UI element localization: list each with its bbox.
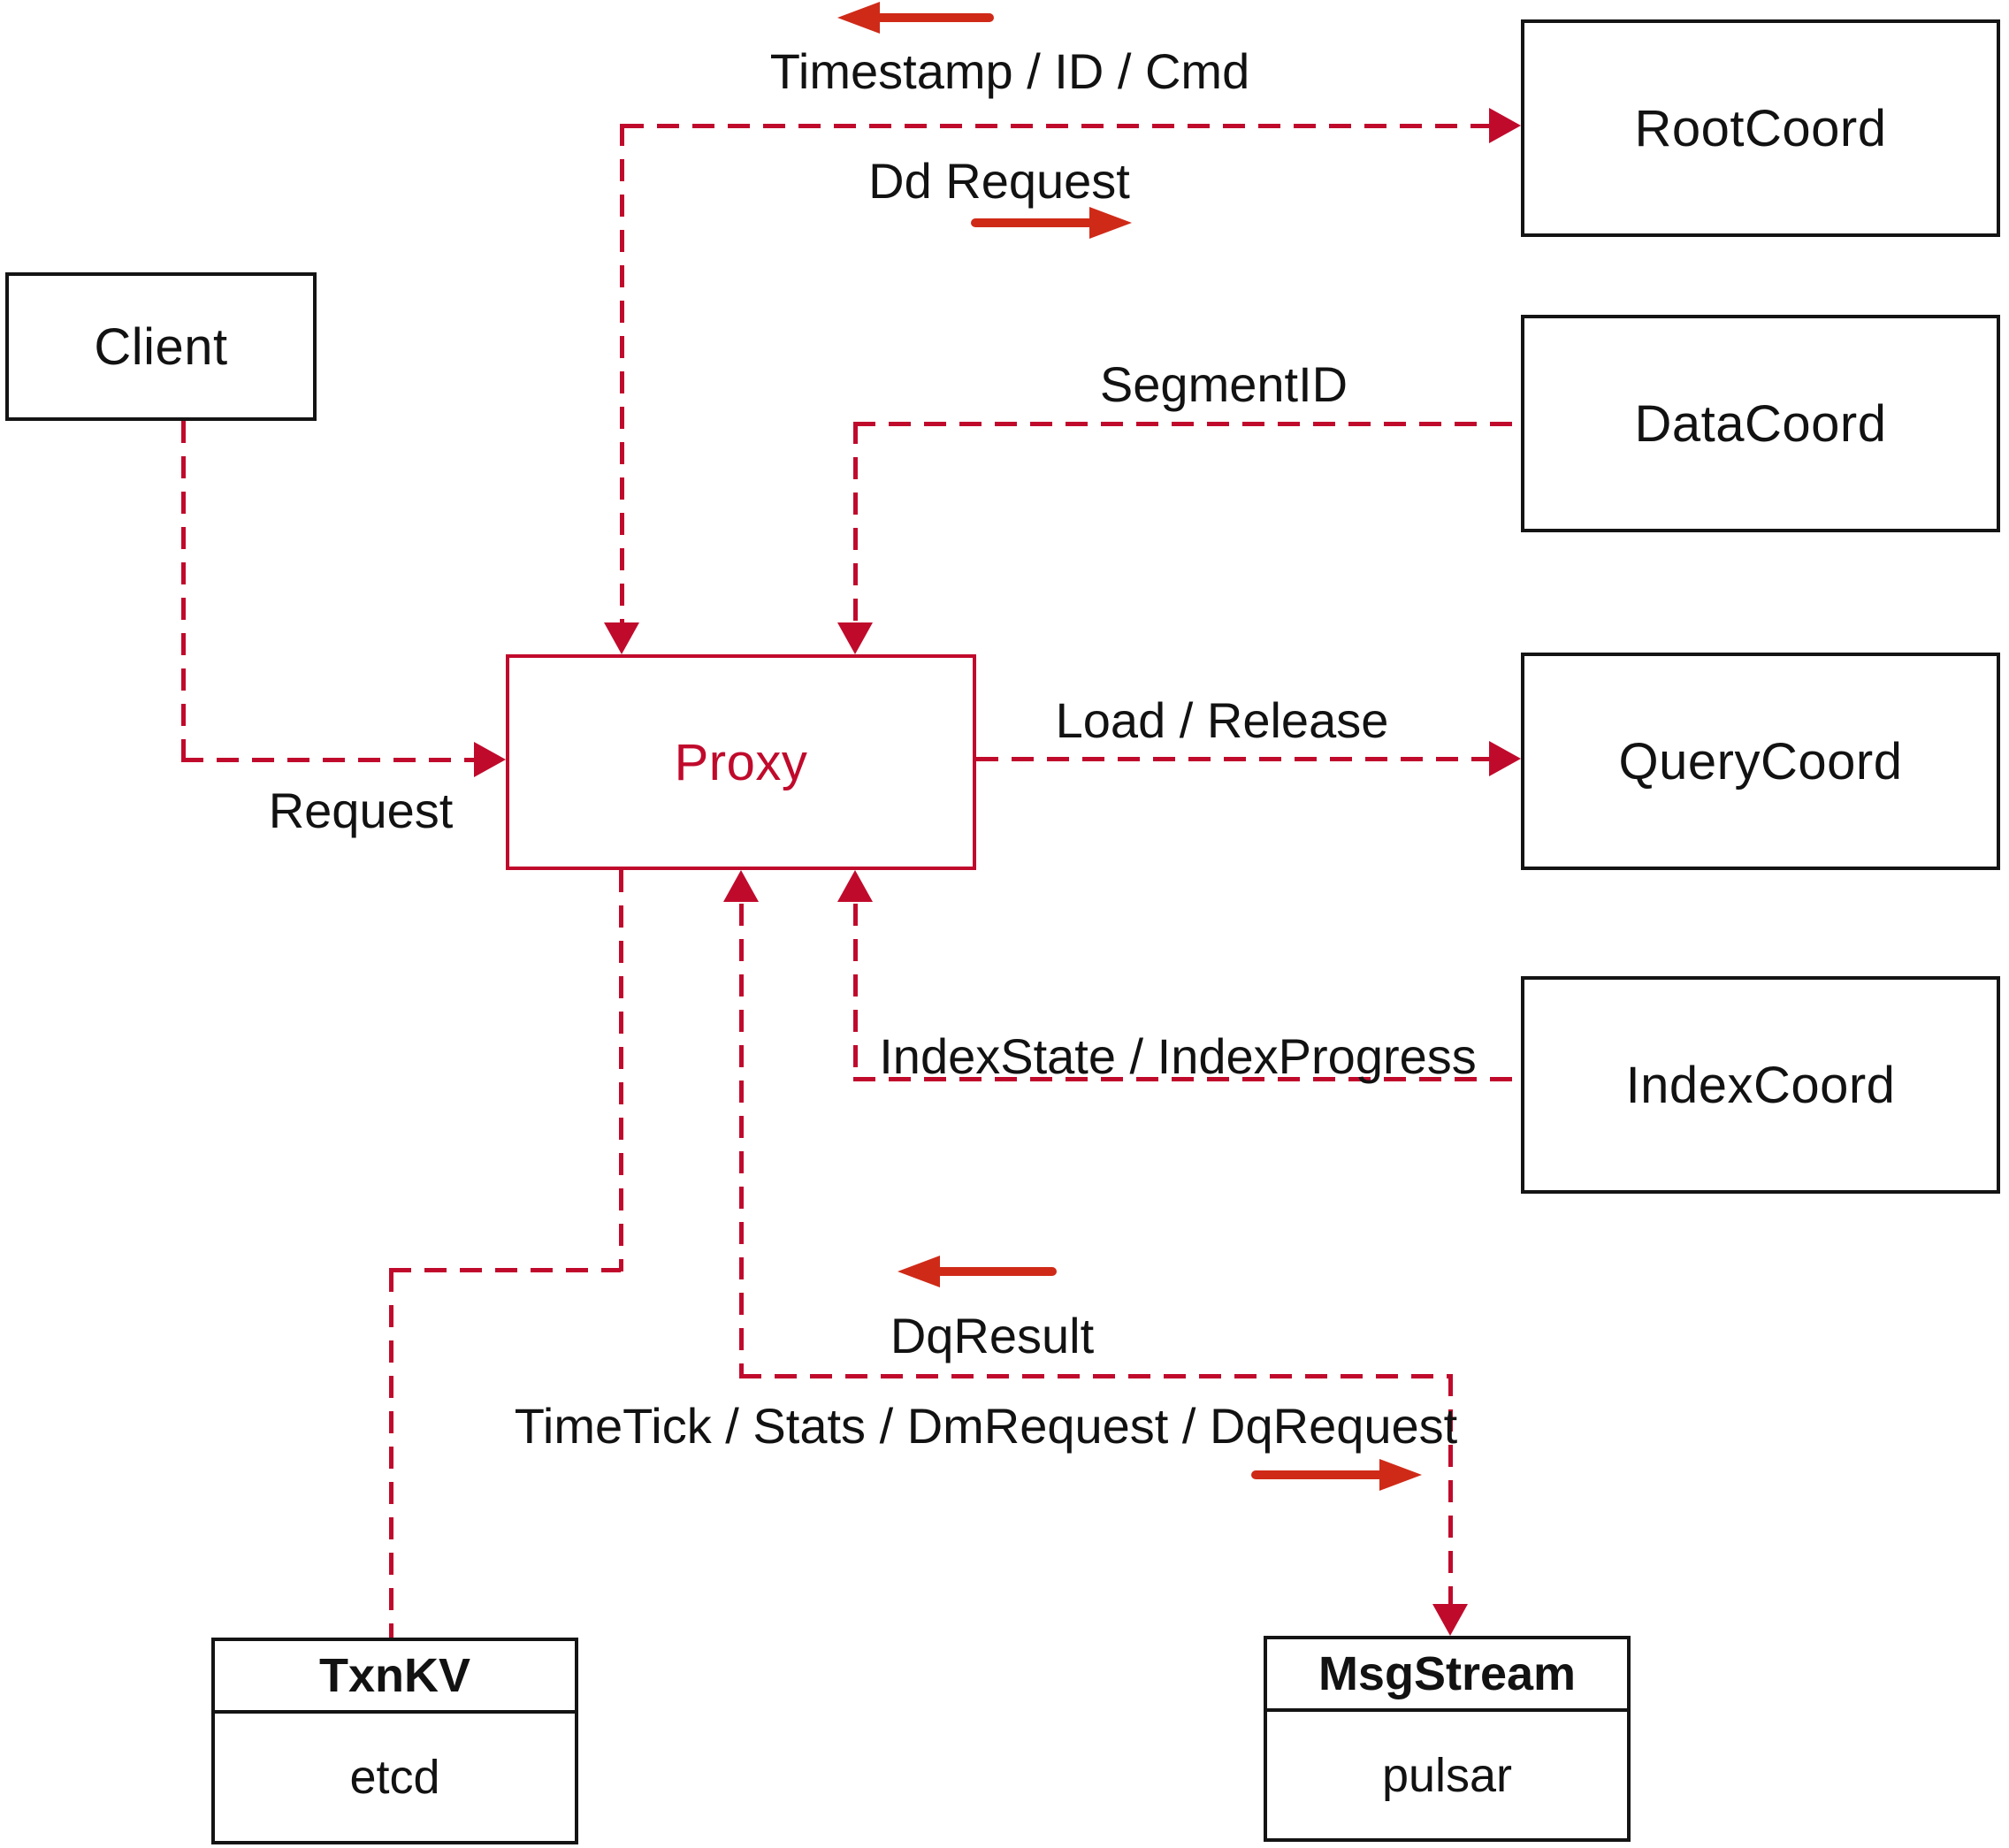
direction-arrow-left-dqresult-icon [898,1256,1059,1287]
timestamp-id-cmd-label: Timestamp / ID / Cmd [769,43,1250,99]
index-state-progress-label: IndexState / IndexProgress [879,1028,1477,1084]
indexcoord-node: IndexCoord [1521,976,2000,1194]
edge-proxy-txnkv-vertical-lower [389,1270,393,1638]
arrowhead-into-msgstream-icon [1432,1604,1468,1636]
indexcoord-label: IndexCoord [1625,1056,1896,1114]
edge-client-proxy-vertical [181,421,186,760]
edge-indexcoord-proxy-horizontal [853,1077,1521,1081]
arrowhead-into-rootcoord-icon [1489,108,1521,143]
arrowhead-into-proxy-bottom-right-icon [837,870,873,902]
edge-proxy-querycoord-horizontal [976,757,1489,761]
edge-msgstream-proxy-vertical-upper [739,904,744,1376]
load-release-label: Load / Release [1055,692,1389,748]
edge-datacoord-proxy-horizontal [853,422,1521,426]
request-label: Request [268,783,454,838]
txnkv-node: TxnKV etcd [211,1638,578,1844]
client-node: Client [5,272,317,421]
querycoord-label: QueryCoord [1618,732,1903,790]
txnkv-title: TxnKV [215,1641,575,1714]
proxy-label: Proxy [674,733,808,791]
timetick-stats-label: TimeTick / Stats / DmRequest / DqRequest [514,1398,1458,1454]
edge-proxy-txnkv-vertical-upper [619,870,623,1271]
direction-arrow-right-timetick-icon [1249,1459,1422,1491]
edge-client-proxy-horizontal [181,758,474,762]
client-label: Client [94,317,228,376]
direction-arrow-right-dd-request-icon [968,207,1132,239]
edge-indexcoord-proxy-vertical [853,904,858,1081]
querycoord-node: QueryCoord [1521,653,2000,870]
edge-proxy-rootcoord-horizontal [622,124,1493,128]
msgstream-node: MsgStream pulsar [1264,1636,1631,1842]
arrowhead-into-querycoord-icon [1489,741,1521,776]
direction-arrow-left-timestamp-icon [837,2,997,34]
datacoord-label: DataCoord [1634,394,1887,453]
edge-datacoord-proxy-vertical [853,422,858,624]
arrowhead-into-proxy-top-right-icon [837,622,873,654]
rootcoord-node: RootCoord [1521,19,2000,237]
edge-proxy-rootcoord-vertical [620,124,624,624]
msgstream-subtitle: pulsar [1381,1748,1513,1802]
datacoord-node: DataCoord [1521,315,2000,532]
dq-result-label: DqResult [890,1308,1095,1363]
segment-id-label: SegmentID [1099,356,1348,412]
arrowhead-into-proxy-top-left-icon [604,622,639,654]
edge-msgstream-proxy-vertical-lower [1448,1374,1453,1604]
msgstream-title: MsgStream [1267,1639,1627,1712]
proxy-node: Proxy [506,654,976,870]
arrowhead-into-proxy-left-icon [474,742,506,777]
txnkv-subtitle: etcd [349,1751,440,1804]
arrowhead-into-proxy-bottom-left-icon [723,870,759,902]
rootcoord-label: RootCoord [1634,99,1887,157]
edge-proxy-txnkv-horizontal [389,1268,621,1272]
edge-msgstream-proxy-horizontal [739,1374,1451,1378]
dd-request-label: Dd Request [868,153,1130,209]
